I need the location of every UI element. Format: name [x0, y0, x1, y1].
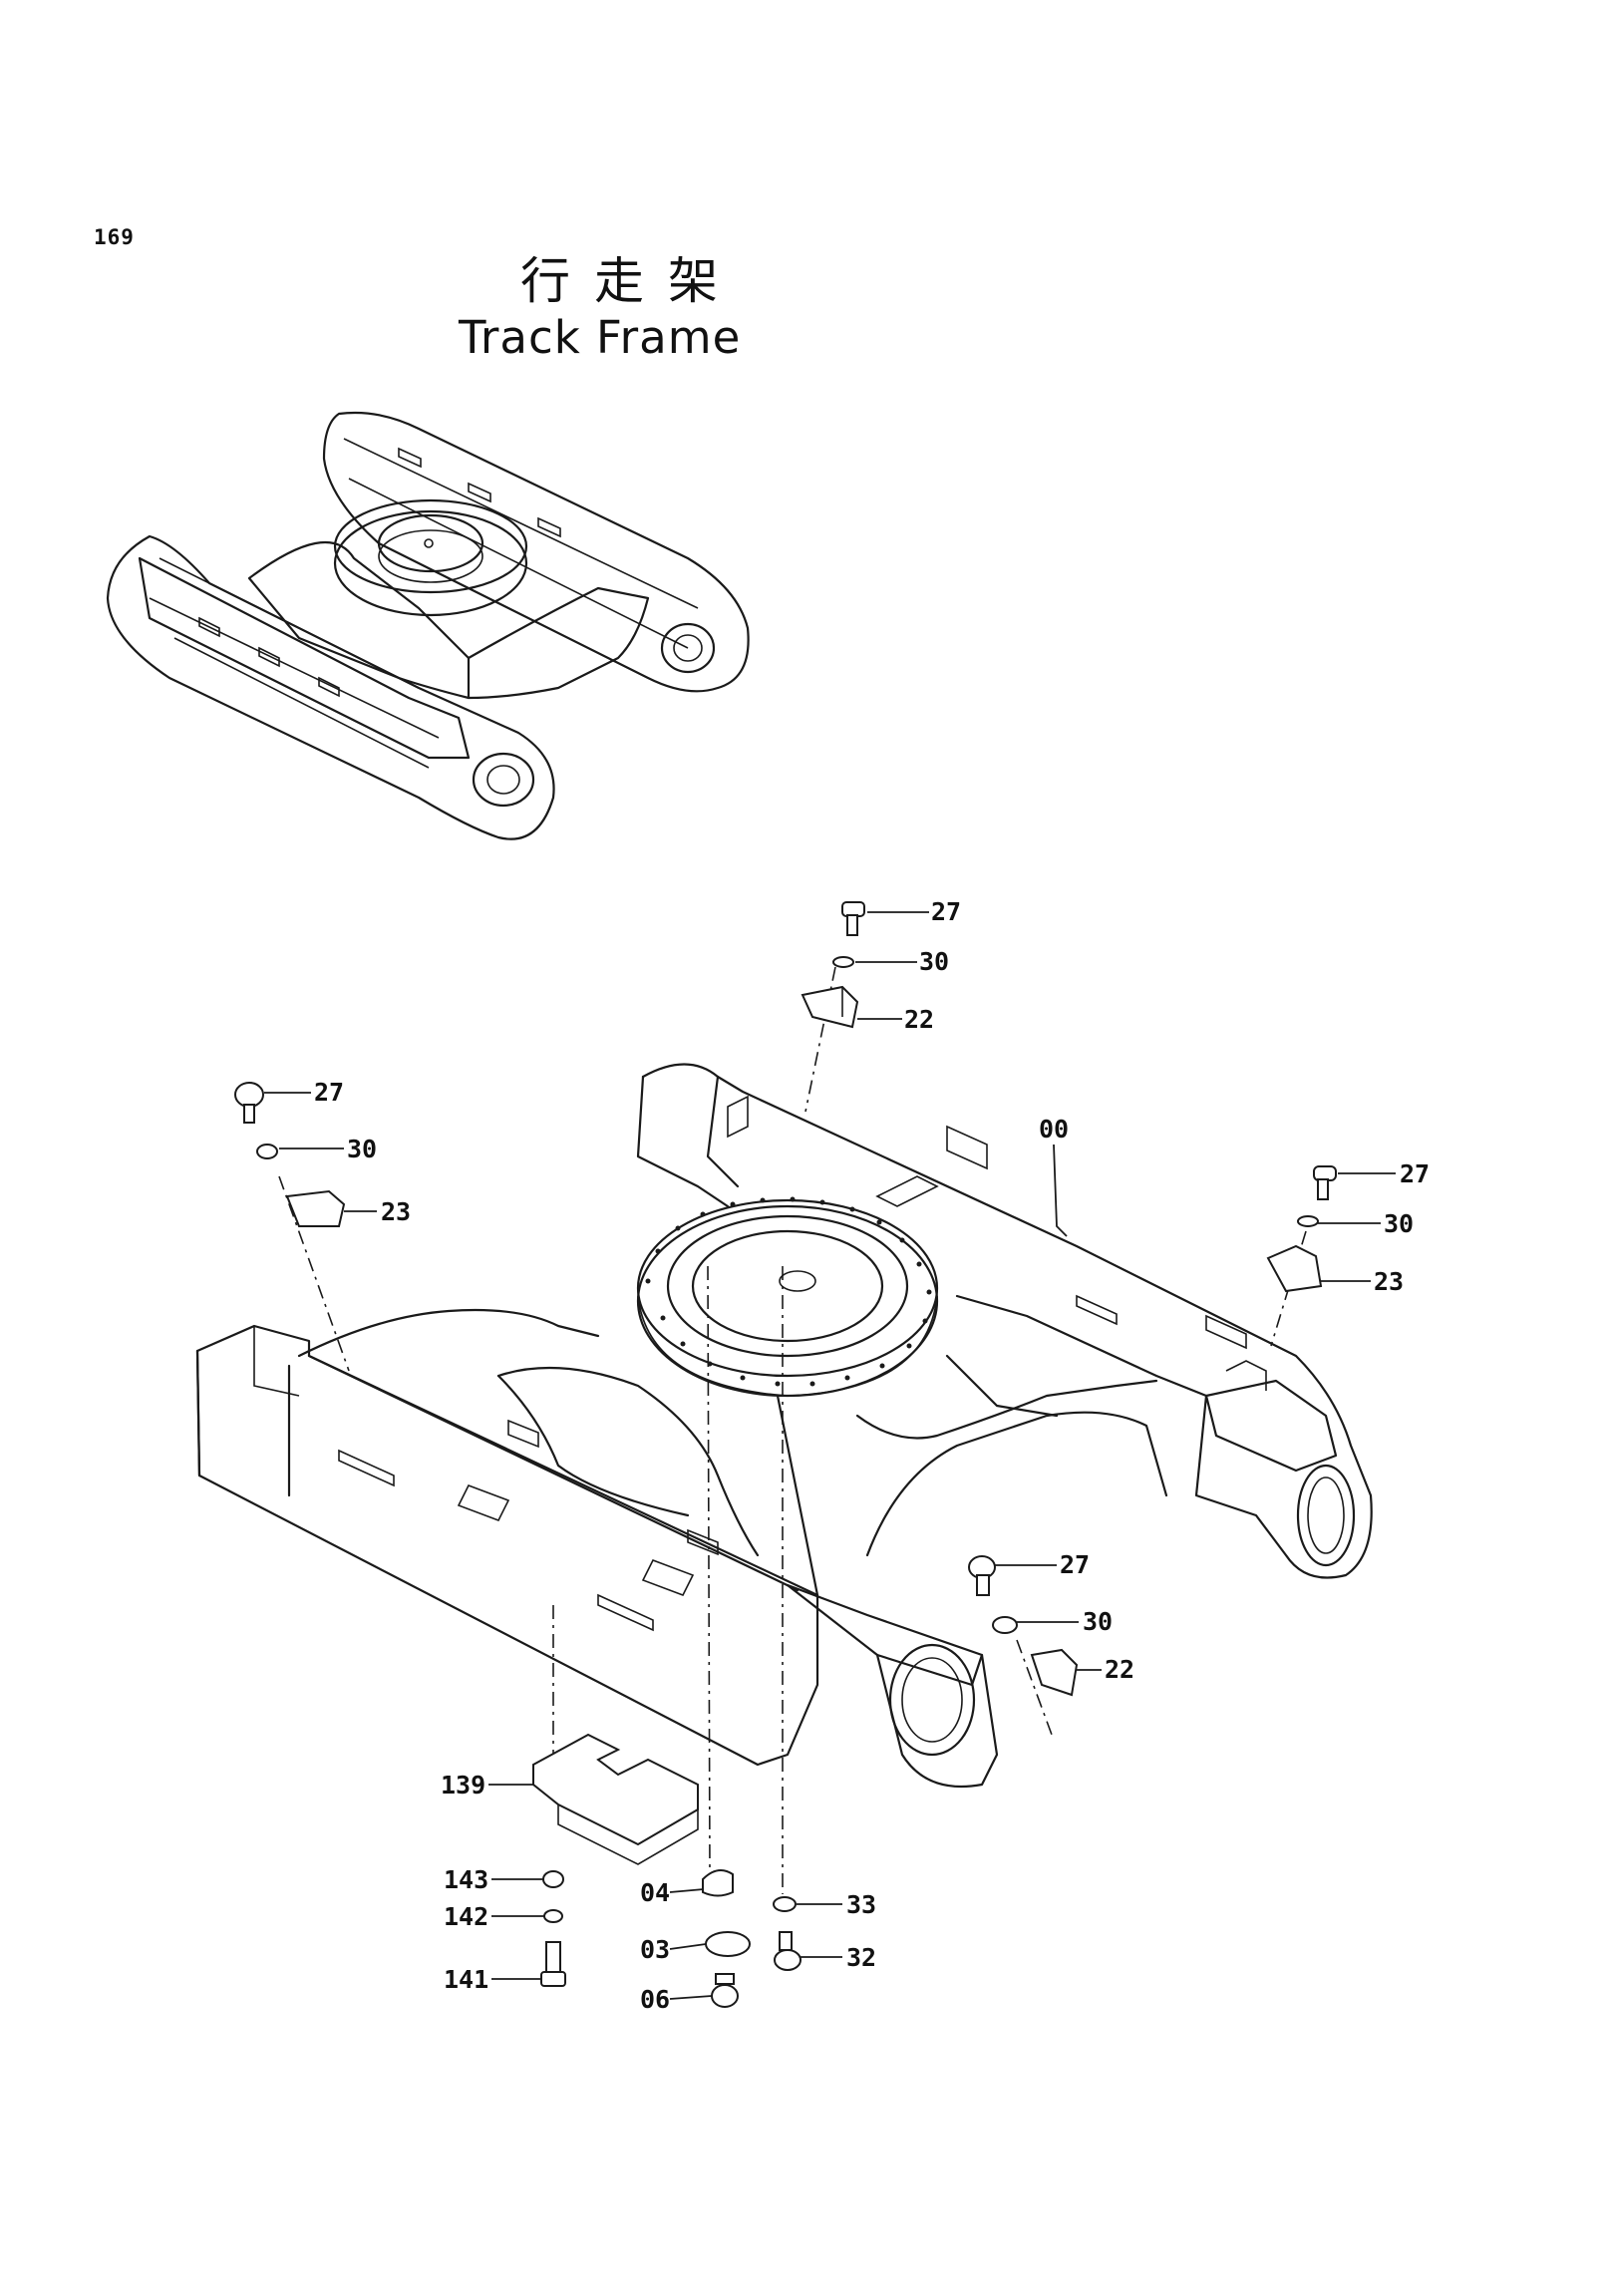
title-english: Track Frame: [459, 311, 742, 364]
part-washer-30-top: [832, 956, 854, 968]
title-chinese: 行走架: [520, 252, 742, 310]
part-bolt-27-right: [1313, 1165, 1337, 1200]
part-shoe-plate-139: [532, 1733, 699, 1865]
page-number: 169: [94, 225, 135, 249]
part-plate-22-mid: [1030, 1648, 1079, 1697]
part-cover-03: [705, 1931, 751, 1957]
part-bolt-27-mid: [968, 1555, 996, 1596]
callout-06: 06: [640, 1985, 671, 2014]
part-spring-washer-142: [543, 1909, 563, 1923]
callout-23-right: 23: [1374, 1267, 1405, 1296]
callout-03: 03: [640, 1935, 671, 1964]
assembly-reference-lines: [278, 966, 1307, 1894]
callout-139: 139: [441, 1771, 486, 1800]
callout-141: 141: [444, 1965, 489, 1994]
part-bolt-06: [711, 1973, 739, 2008]
callout-143: 143: [444, 1865, 489, 1894]
part-washer-30-right: [1297, 1215, 1319, 1227]
callout-30-top: 30: [919, 947, 950, 976]
callout-00: 00: [1039, 1115, 1070, 1144]
part-washer-30-mid: [992, 1616, 1018, 1634]
callout-33: 33: [846, 1890, 877, 1919]
callout-142: 142: [444, 1902, 489, 1931]
part-plate-23-left: [285, 1189, 346, 1227]
callout-32: 32: [846, 1943, 877, 1972]
track-frame-main-illustration: [195, 1063, 1373, 1789]
callout-27-right: 27: [1400, 1159, 1431, 1188]
callout-04: 04: [640, 1878, 671, 1907]
callout-27-top: 27: [931, 897, 962, 926]
callout-27-mid: 27: [1060, 1550, 1091, 1579]
callout-22-top: 22: [904, 1005, 935, 1034]
part-bolt-27-top: [841, 901, 865, 936]
part-plate-22-top: [801, 985, 859, 1029]
callout-22-mid: 22: [1105, 1655, 1135, 1684]
callout-30-right: 30: [1384, 1209, 1415, 1238]
part-washer-143: [542, 1870, 564, 1888]
assembly-overview-illustration: [106, 411, 750, 840]
callout-30-left: 30: [347, 1135, 378, 1163]
part-gasket-04: [702, 1869, 734, 1897]
part-washer-33: [773, 1896, 797, 1912]
callout-30-mid: 30: [1083, 1607, 1114, 1636]
callout-27-left: 27: [314, 1078, 345, 1107]
part-bolt-27-left: [234, 1082, 264, 1124]
part-bolt-141: [540, 1941, 566, 1987]
part-bolt-32: [774, 1931, 802, 1971]
callout-23-left: 23: [381, 1197, 412, 1226]
part-washer-30-left: [256, 1144, 278, 1159]
callout-leader-lines: [264, 911, 1396, 2000]
part-plate-23-right: [1266, 1244, 1323, 1293]
